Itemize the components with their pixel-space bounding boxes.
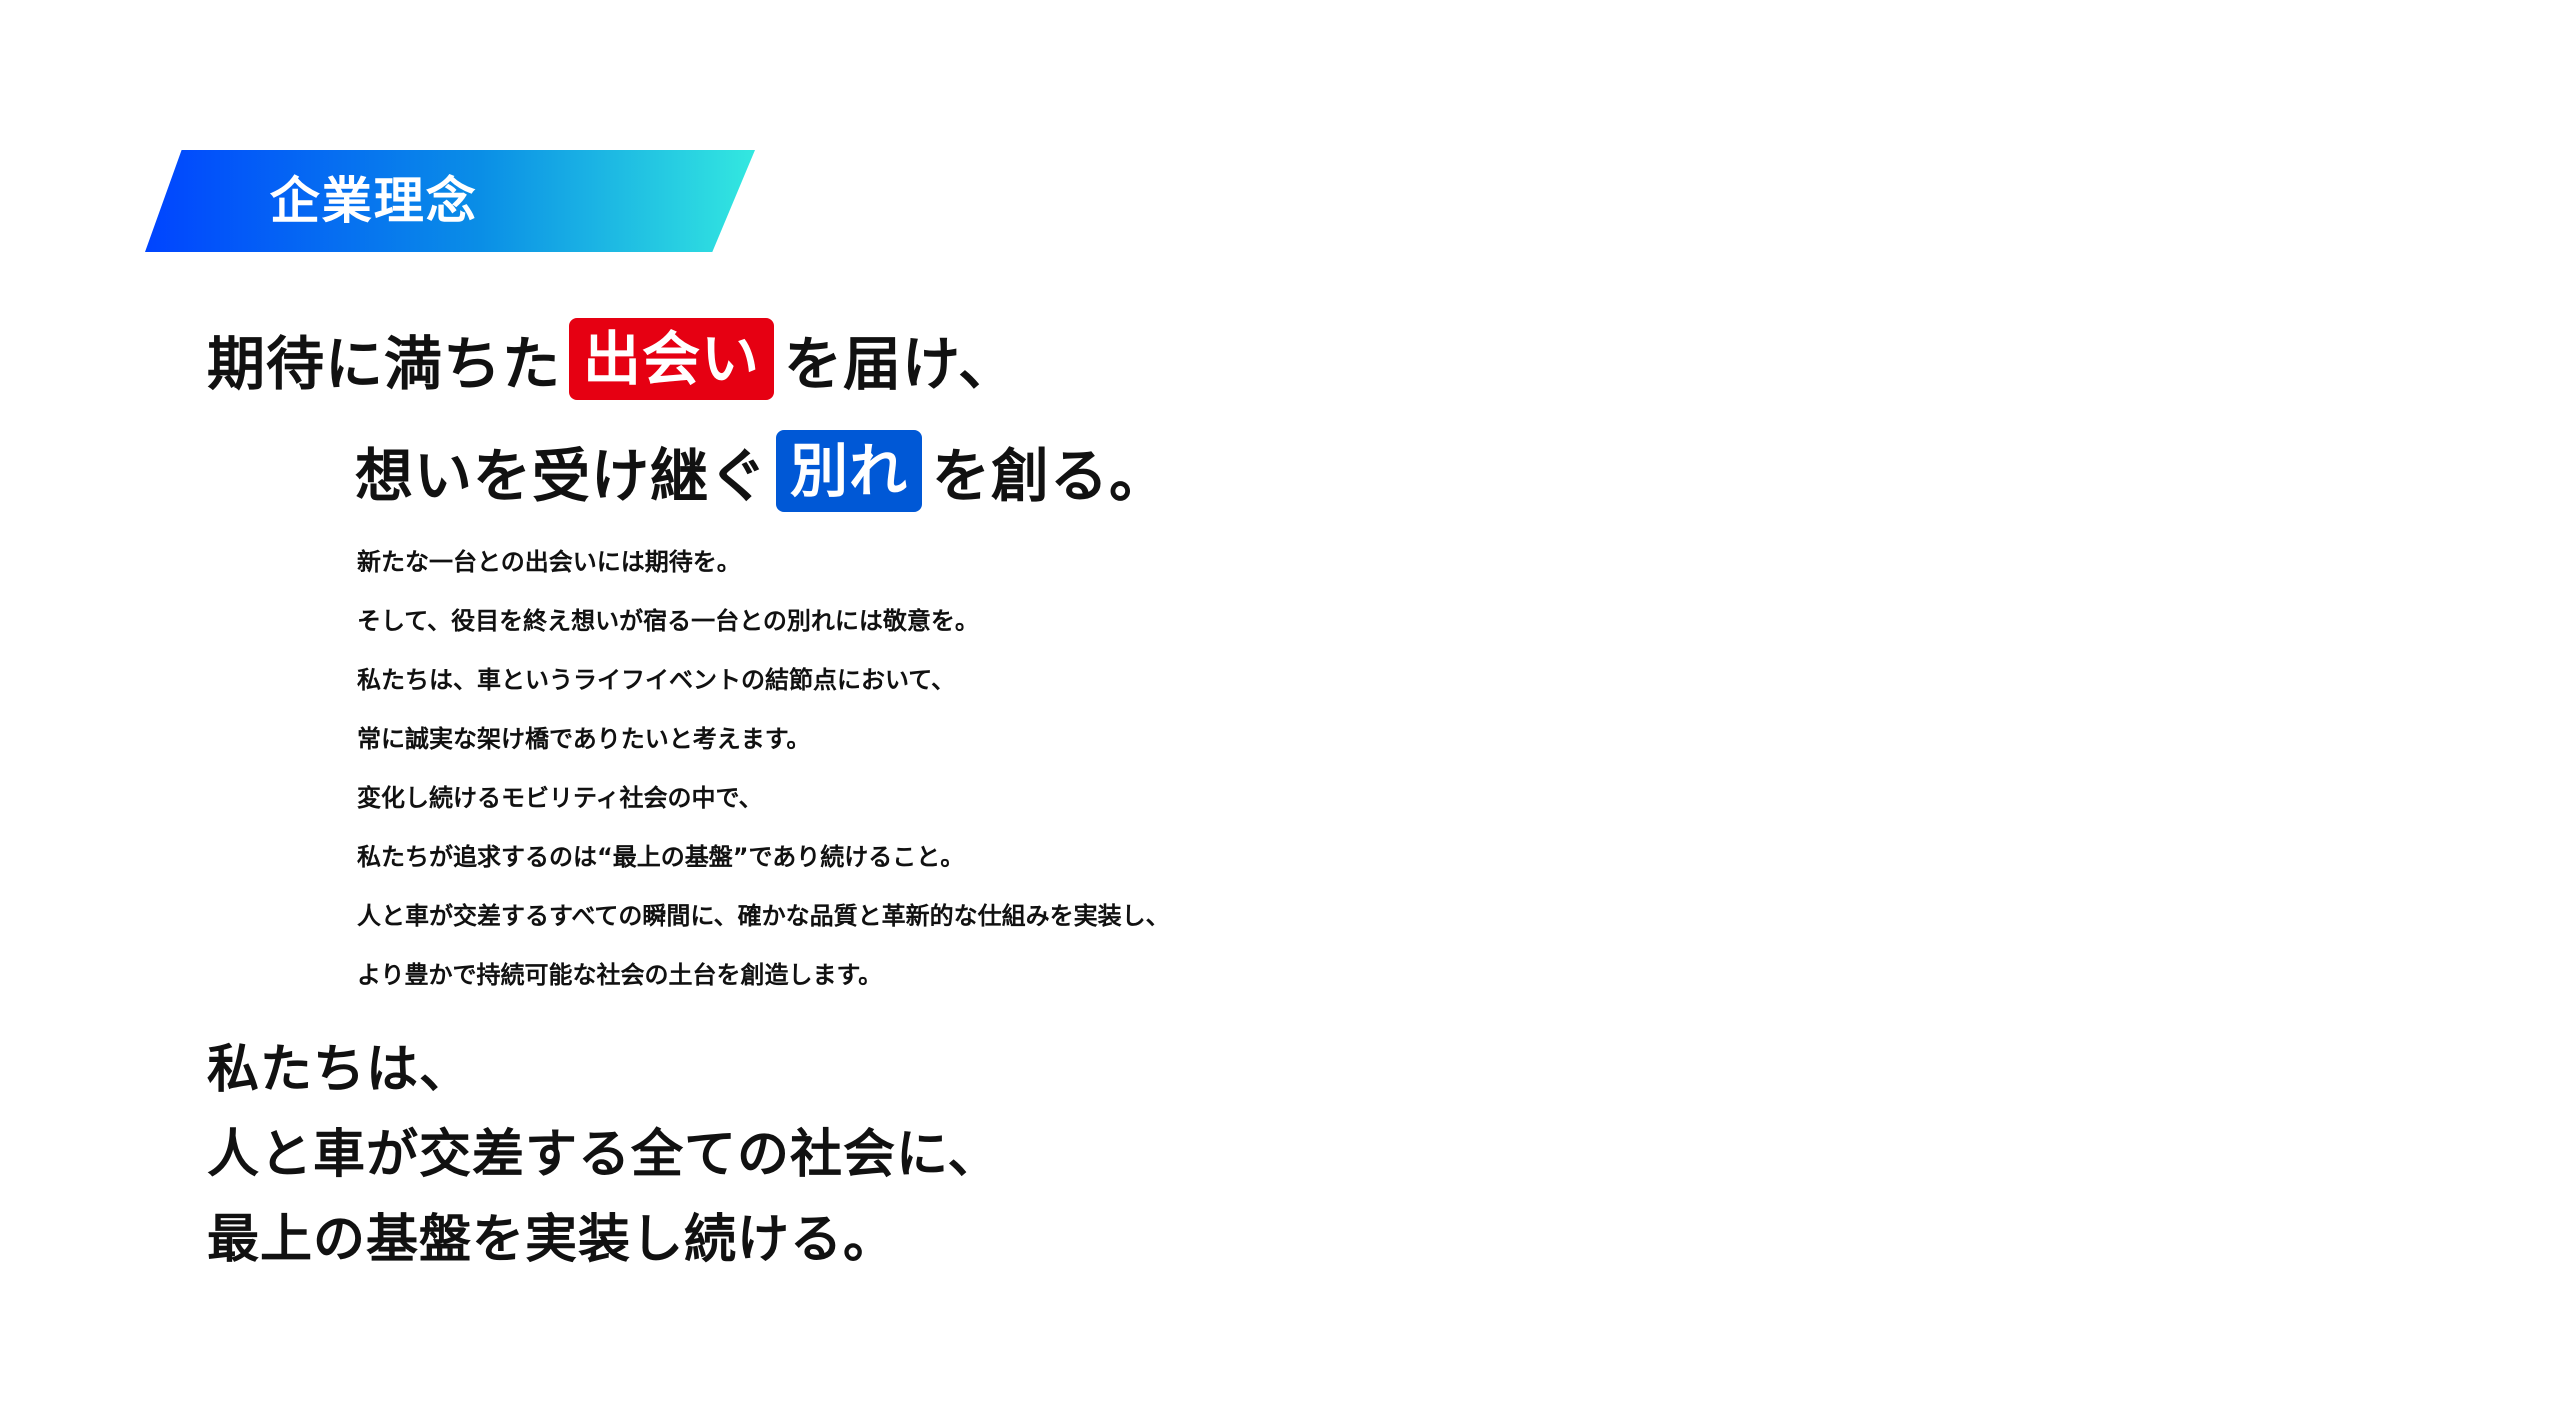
body-line: 変化し続けるモビリティ社会の中で、 [357,784,763,812]
headline-text: を創る。 [932,442,1169,510]
closing-statement: 私たちは、 人と車が交差する全ての社会に、 最上の基盤を実装し続ける。 [207,1030,1000,1285]
headline-text: 期待に満ちた [207,330,562,398]
body-line: 私たちが追求するのは“最上の基盤”であり続けること。 [357,843,965,871]
closing-line: 人と車が交差する全ての社会に、 [207,1125,1001,1185]
highlight-encounter: 出会い [569,318,775,400]
closing-line: 私たちは、 [207,1040,473,1100]
headline-text: 想いを受け継ぐ [355,442,769,510]
closing-line: 最上の基盤を実装し続ける。 [207,1210,897,1270]
section-banner: 企業理念 [145,150,755,252]
headline-line-1: 期待に満ちた 出会い を届け、 [207,318,1017,400]
headline-line-2: 想いを受け継ぐ 別れ を創る。 [355,430,1168,512]
highlight-farewell: 別れ [776,430,923,512]
philosophy-body: 新たな一台との出会いには期待を。 そして、役目を終え想いが宿る一台との別れには敬… [357,540,1170,1012]
body-line: 人と車が交差するすべての瞬間に、確かな品質と革新的な仕組みを実装し、 [357,902,1170,930]
body-line: 私たちは、車というライフイベントの結節点において、 [357,666,956,694]
headline-text: を届け、 [784,330,1018,398]
body-line: 新たな一台との出会いには期待を。 [357,548,741,576]
body-line: より豊かで持続可能な社会の土台を創造します。 [357,961,883,989]
section-title: 企業理念 [269,172,478,230]
body-line: 常に誠実な架け橋でありたいと考えます。 [357,725,811,753]
body-line: そして、役目を終え想いが宿る一台との別れには敬意を。 [357,607,979,635]
